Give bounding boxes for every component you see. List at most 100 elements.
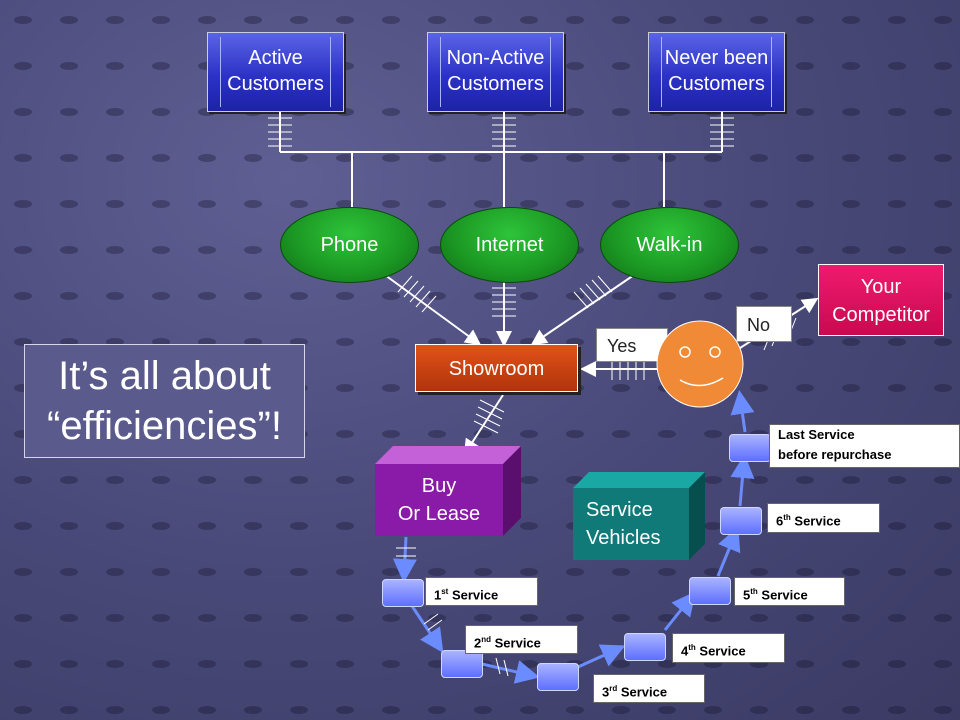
background-dot <box>750 614 768 622</box>
active-customers-line2: Customers <box>227 73 324 95</box>
showroom-label: Showroom <box>448 358 545 380</box>
background-dot <box>612 108 630 116</box>
background-dot <box>336 292 354 300</box>
background-dot <box>244 568 262 576</box>
background-dot <box>336 706 354 714</box>
background-dot <box>60 154 78 162</box>
background-dot <box>382 384 400 392</box>
smiley-face-icon <box>656 320 744 408</box>
service-6-label: 6th Service <box>767 503 880 533</box>
background-dot <box>520 522 538 530</box>
background-dot <box>106 154 124 162</box>
background-dot <box>520 292 538 300</box>
service-4-sup: th <box>688 643 696 652</box>
background-dot <box>842 62 860 70</box>
background-dot <box>842 384 860 392</box>
background-dot <box>750 246 768 254</box>
background-dot <box>612 614 630 622</box>
active-customers-box: Active Customers <box>207 32 344 112</box>
buy-label: Buy <box>421 475 457 497</box>
background-dot <box>244 614 262 622</box>
background-dot <box>244 246 262 254</box>
background-dot <box>520 16 538 24</box>
service-5-label: 5th Service <box>734 577 845 606</box>
background-dot <box>14 614 32 622</box>
background-dot <box>796 246 814 254</box>
background-dot <box>14 246 32 254</box>
background-dot <box>612 568 630 576</box>
background-dot <box>796 154 814 162</box>
background-dot <box>842 246 860 254</box>
background-dot <box>336 476 354 484</box>
service-3-num: 3 <box>602 684 610 700</box>
background-dot <box>152 246 170 254</box>
never-customers-line1: Never been <box>664 47 769 69</box>
background-dot <box>888 384 906 392</box>
background-dot <box>888 108 906 116</box>
background-dot <box>474 200 492 208</box>
background-dot <box>704 16 722 24</box>
background-dot <box>566 154 584 162</box>
service-car-1 <box>382 579 424 607</box>
background-dot <box>704 430 722 438</box>
background-dot <box>704 706 722 714</box>
background-dot <box>750 292 768 300</box>
background-dot <box>704 200 722 208</box>
background-dot <box>934 614 952 622</box>
background-dot <box>934 108 952 116</box>
background-dot <box>704 614 722 622</box>
background-dot <box>704 476 722 484</box>
background-dot <box>290 522 308 530</box>
background-dot <box>244 292 262 300</box>
background-dot <box>152 16 170 24</box>
background-dot <box>750 384 768 392</box>
background-dot <box>520 568 538 576</box>
background-dot <box>888 522 906 530</box>
background-dot <box>106 200 124 208</box>
background-dot <box>474 568 492 576</box>
background-dot <box>658 568 676 576</box>
service-car-3 <box>537 663 579 691</box>
last-service-line2: before repurchase <box>778 447 892 462</box>
background-dot <box>796 476 814 484</box>
service-1-num: 1 <box>434 587 442 603</box>
buy-or-lease-text: Buy Or Lease <box>375 472 503 528</box>
background-dot <box>796 16 814 24</box>
background-dot <box>796 614 814 622</box>
background-dot <box>336 660 354 668</box>
background-dot <box>612 430 630 438</box>
background-dot <box>934 16 952 24</box>
background-dot <box>934 476 952 484</box>
showroom-box: Showroom <box>415 344 578 392</box>
background-dot <box>60 706 78 714</box>
background-dot <box>14 706 32 714</box>
internet-label: Internet <box>475 233 544 256</box>
background-dot <box>796 62 814 70</box>
background-dot <box>520 706 538 714</box>
background-dot <box>106 476 124 484</box>
background-dot <box>750 706 768 714</box>
background-dot <box>198 706 216 714</box>
background-dot <box>474 706 492 714</box>
background-dot <box>336 154 354 162</box>
background-dot <box>106 522 124 530</box>
background-dot <box>60 246 78 254</box>
background-dot <box>106 614 124 622</box>
buy-or-lease-box <box>375 446 521 536</box>
background-dot <box>60 614 78 622</box>
background-dot <box>106 246 124 254</box>
service-5-text: Service <box>757 587 808 603</box>
background-dot <box>934 62 952 70</box>
background-dot <box>888 154 906 162</box>
background-dot <box>290 292 308 300</box>
service-2-label: 2nd Service <box>465 625 578 654</box>
background-dot <box>842 660 860 668</box>
background-dot <box>658 660 676 668</box>
background-dot <box>934 706 952 714</box>
background-dot <box>704 522 722 530</box>
background-dot <box>106 292 124 300</box>
service-2-text: Service <box>491 635 541 651</box>
background-dot <box>336 384 354 392</box>
background-dot <box>106 568 124 576</box>
